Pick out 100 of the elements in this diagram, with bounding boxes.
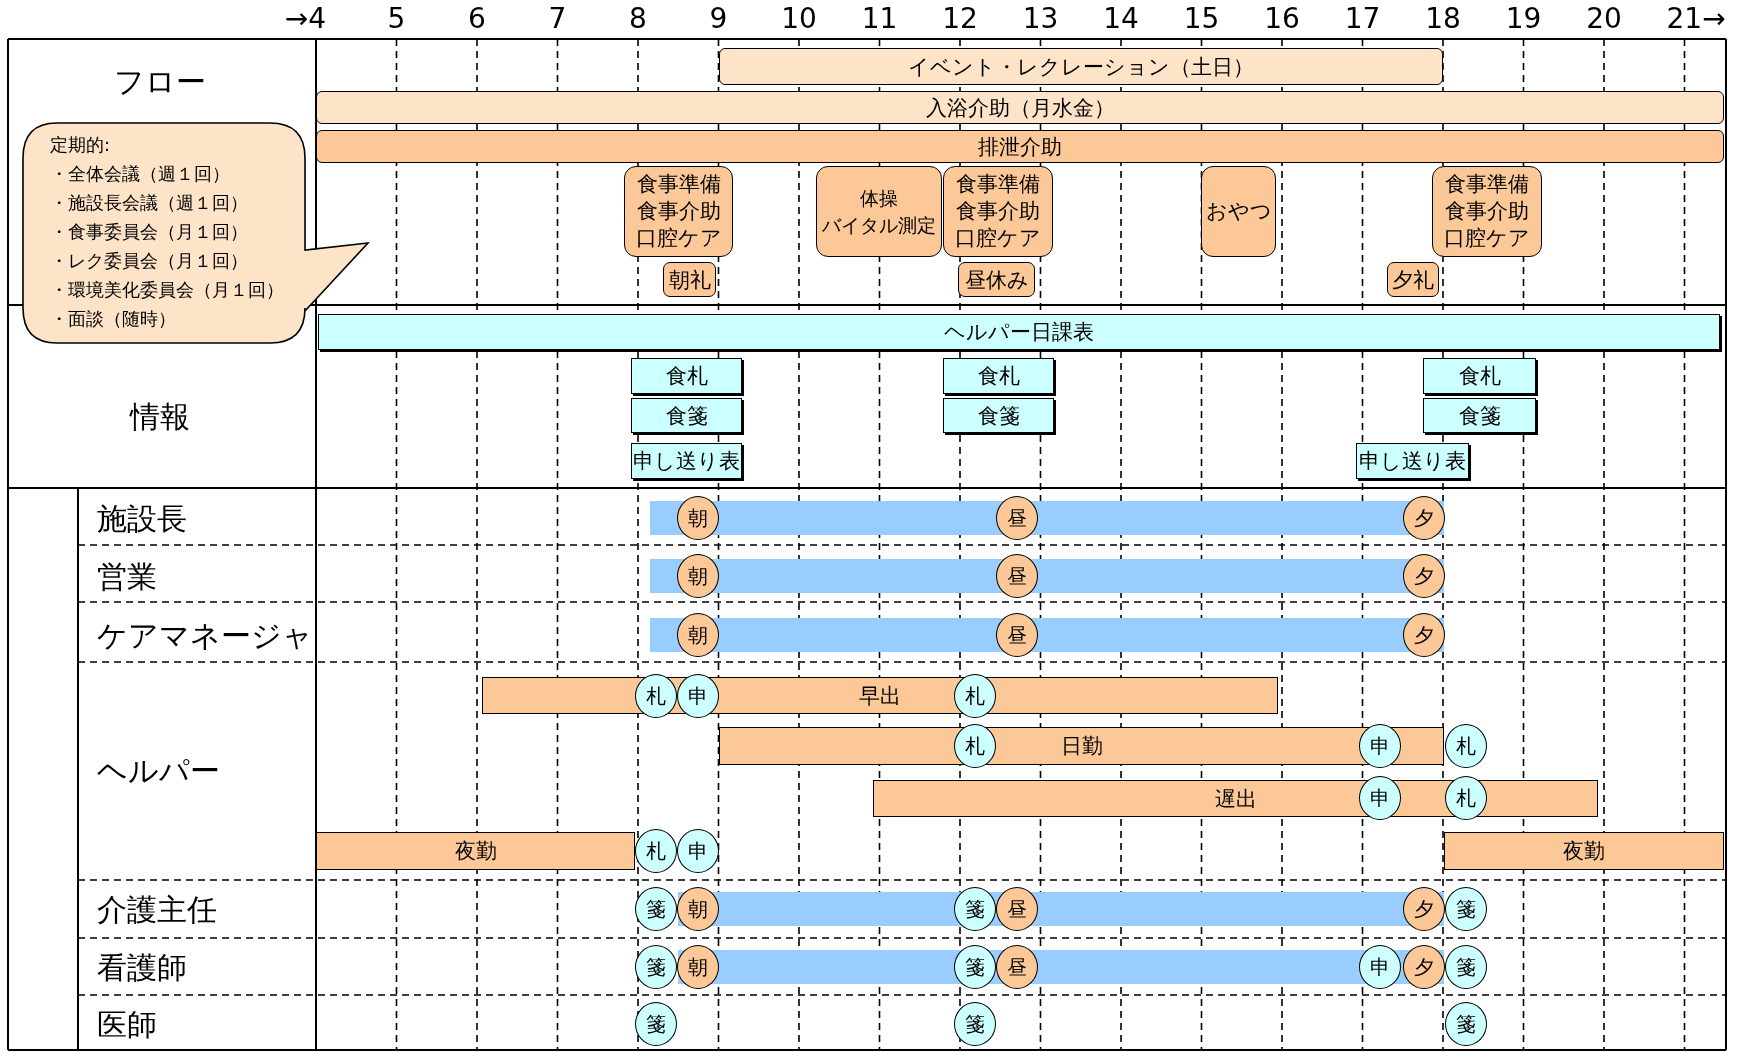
hour-label: 6 [467, 2, 487, 35]
hour-label: 18 [1424, 2, 1462, 35]
box-text: 体操 [860, 185, 898, 211]
activity-box: 昼休み [958, 262, 1035, 297]
schedule-bar: イベント・レクレーション（土日） [718, 48, 1443, 85]
hour-label: 21→ [1666, 2, 1726, 35]
marker-circle: 昼 [996, 887, 1038, 931]
box-text: 口腔ケア [635, 225, 722, 252]
marker-circle: 申 [1359, 945, 1401, 989]
box-text: 口腔ケア [955, 225, 1041, 252]
box-text: 食事準備 [956, 171, 1040, 198]
marker-circle: 申 [1359, 776, 1401, 820]
box-text: 食事介助 [956, 198, 1040, 225]
list-item: ・食事委員会（月１回） [50, 220, 248, 244]
hour-label: 20 [1585, 2, 1623, 35]
row-label: 介護主任 [97, 891, 217, 929]
marker-circle: 昼 [996, 496, 1038, 540]
hour-label: 15 [1182, 2, 1221, 35]
activity-box [816, 166, 942, 257]
box-text: 食事準備 [636, 171, 721, 198]
marker-circle: 昼 [996, 945, 1038, 989]
activity-box [943, 166, 1053, 257]
box-text: 食事介助 [636, 198, 721, 225]
marker-circle: 朝 [677, 554, 719, 598]
list-item: ・施設長会議（週１回） [50, 191, 248, 215]
schedule-bar: 排泄介助 [316, 130, 1724, 163]
box-text: 食事準備 [1445, 171, 1529, 198]
list-item: ・レク委員会（月１回） [50, 249, 248, 273]
marker-circle: 札 [1445, 776, 1487, 820]
marker-circle: 箋 [635, 945, 677, 989]
marker-circle: 申 [677, 829, 719, 873]
marker-circle: 夕 [1403, 887, 1445, 931]
hour-label: 5 [386, 2, 407, 35]
hour-label: 10 [780, 2, 818, 35]
row-label: 施設長 [97, 500, 187, 538]
activity-box [624, 166, 733, 257]
shift-bar: 夜勤 [316, 832, 635, 870]
marker-circle: 箋 [954, 887, 996, 931]
marker-circle: 札 [635, 829, 677, 873]
document-box: 申し送り表 [1356, 443, 1469, 479]
activity-box: 夕礼 [1387, 262, 1439, 297]
marker-circle: 札 [954, 674, 996, 718]
marker-circle: 朝 [677, 613, 719, 657]
marker-circle: 箋 [954, 945, 996, 989]
marker-circle: 箋 [1445, 1002, 1487, 1046]
section-label: フロー [113, 63, 207, 101]
shift-bar: 夜勤 [1444, 832, 1724, 870]
list-item: ・面談（随時） [50, 307, 176, 331]
row-label: ヘルパー [97, 752, 220, 790]
list-item: ・環境美化委員会（月１回） [50, 278, 284, 302]
marker-circle: 夕 [1403, 554, 1445, 598]
box-text: バイタル測定 [822, 212, 936, 238]
marker-circle: 箋 [635, 887, 677, 931]
marker-circle: 箋 [635, 1002, 677, 1046]
marker-circle: 札 [1445, 724, 1487, 768]
hour-label: 12 [941, 2, 979, 35]
list-item: 定期的: [50, 133, 111, 157]
hour-label: 13 [1021, 2, 1060, 35]
hour-label: 11 [860, 2, 899, 35]
hour-label: 19 [1504, 2, 1543, 35]
hour-label: 14 [1102, 2, 1140, 35]
box-text: 食事介助 [1445, 198, 1529, 225]
activity-box [1432, 166, 1542, 257]
marker-circle: 夕 [1403, 613, 1445, 657]
document-box: 申し送り表 [631, 443, 742, 479]
speech-bubble [22, 122, 370, 344]
row-label: 営業 [97, 558, 157, 596]
document-box: 食札 [1423, 358, 1536, 394]
marker-circle: 申 [677, 674, 719, 718]
marker-circle: 朝 [677, 496, 719, 540]
document-box: 食札 [943, 358, 1054, 394]
hour-label: 7 [547, 2, 568, 35]
hour-label: 8 [628, 2, 648, 35]
hour-label: →4 [284, 2, 326, 35]
marker-circle: 箋 [1445, 887, 1487, 931]
schedule-bar: 入浴介助（月水金） [316, 91, 1724, 124]
document-box: 食箋 [631, 398, 742, 433]
row-label: 医師 [97, 1006, 157, 1044]
marker-circle: 夕 [1403, 496, 1445, 540]
marker-circle: 夕 [1403, 945, 1445, 989]
list-item: ・全体会議（週１回） [50, 162, 230, 186]
marker-circle: 朝 [677, 887, 719, 931]
marker-circle: 箋 [954, 1002, 996, 1046]
box-text: 口腔ケア [1444, 225, 1530, 252]
marker-circle: 朝 [677, 945, 719, 989]
marker-circle: 昼 [996, 613, 1038, 657]
marker-circle: 札 [635, 674, 677, 718]
marker-circle: 箋 [1445, 945, 1487, 989]
activity-box: おやつ [1201, 166, 1276, 257]
hour-label: 17 [1343, 2, 1382, 35]
document-box: ヘルパー日課表 [318, 314, 1720, 350]
document-box: 食札 [631, 358, 742, 394]
hour-label: 9 [708, 2, 729, 35]
row-label: 看護師 [97, 949, 187, 987]
document-box: 食箋 [943, 398, 1054, 433]
marker-circle: 昼 [996, 554, 1038, 598]
activity-box: 朝礼 [663, 262, 716, 297]
document-box: 食箋 [1423, 398, 1536, 433]
section-label: 情報 [128, 398, 191, 436]
row-label: ケアマネージャ [97, 617, 313, 655]
